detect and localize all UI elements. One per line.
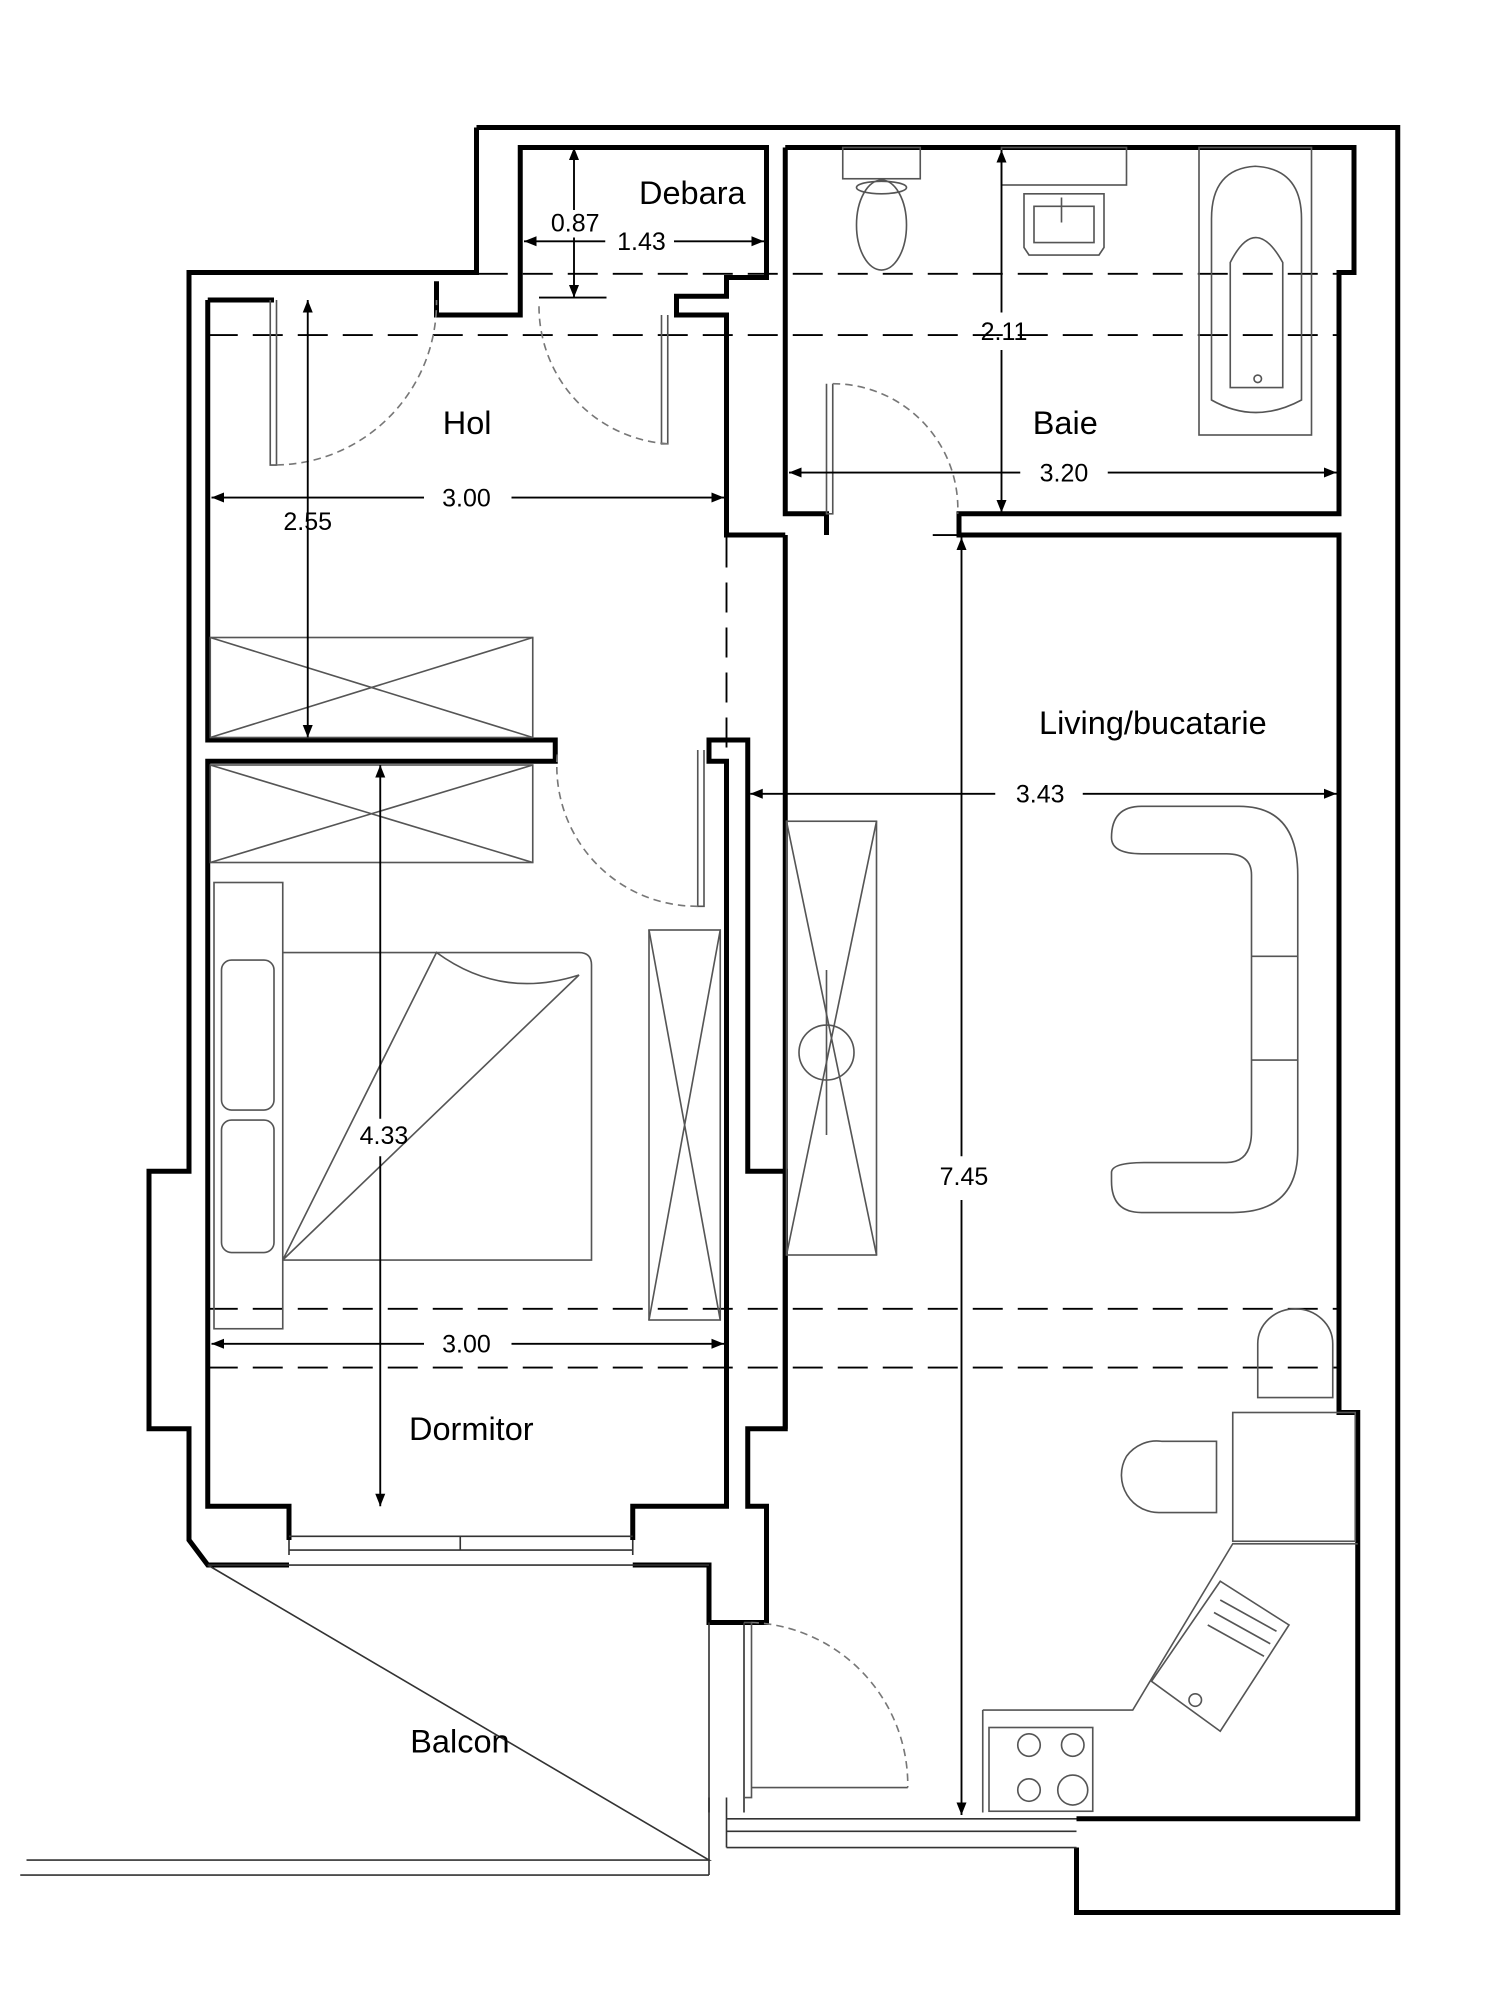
- dim-debara-height: 0.87: [551, 209, 600, 237]
- bed: [213, 881, 593, 1330]
- tv-cabinet: [785, 820, 878, 1256]
- table-chairs: [1120, 1307, 1357, 1543]
- room-balcon: Balcon: [410, 1724, 509, 1760]
- dim-baie-height: 2.11: [981, 318, 1028, 346]
- room-dormitor: Dormitor: [409, 1411, 534, 1447]
- sink: [1000, 146, 1128, 256]
- sofa: [1110, 805, 1299, 1214]
- walls: [20, 125, 1401, 1915]
- room-debara: Debara: [639, 175, 747, 211]
- dimension-labels: 0.87 1.43 2.11 3.20 3.00 2.55 3.43 7.45 …: [283, 209, 1088, 1358]
- dim-dormitor-width: 3.00: [442, 1331, 491, 1359]
- toilet: [841, 146, 922, 271]
- dimension-lines: [212, 148, 1337, 1816]
- dim-hol-width: 3.00: [442, 484, 491, 512]
- wardrobe-right: [648, 929, 722, 1321]
- dim-dormitor-height: 4.33: [360, 1122, 409, 1150]
- room-baie: Baie: [1033, 405, 1098, 441]
- wardrobe-hol: [209, 636, 534, 739]
- doors: [269, 299, 959, 1799]
- reference-lines: [207, 272, 1339, 1369]
- room-labels: Debara Hol Baie Living/bucatarie Dormito…: [409, 175, 1267, 1760]
- dim-baie-width: 3.20: [1040, 459, 1089, 487]
- dim-living-width: 3.43: [1016, 781, 1065, 809]
- wardrobe-dormitor: [209, 764, 534, 864]
- kitchen-counter: [981, 1542, 1358, 1813]
- dim-debara-width: 1.43: [617, 228, 666, 256]
- dim-living-height: 7.45: [940, 1163, 989, 1191]
- room-living: Living/bucatarie: [1039, 705, 1267, 741]
- bathtub: [1198, 146, 1313, 436]
- room-hol: Hol: [443, 405, 492, 441]
- dim-hol-height: 2.55: [283, 508, 332, 536]
